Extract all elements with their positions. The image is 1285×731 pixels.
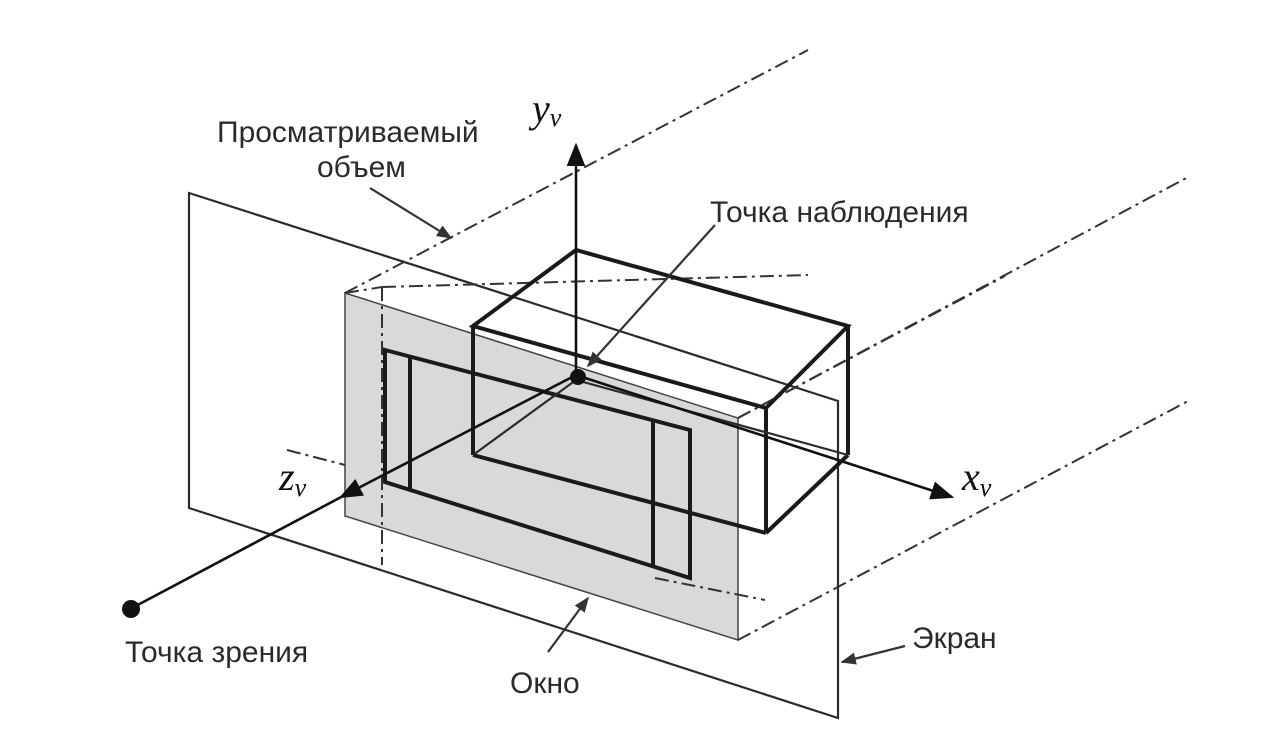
observation-point-label: Точка наблюдения	[710, 196, 969, 229]
z-axis	[338, 373, 577, 499]
window-inner-frame	[383, 347, 692, 581]
screen-label: Экран	[912, 622, 997, 655]
view-point-dot	[122, 600, 140, 618]
y-axis-label: yv	[528, 86, 562, 132]
screen-plane	[187, 191, 840, 720]
viewing-volume-label-line1: Просматриваемый	[217, 116, 479, 149]
volume-box	[468, 247, 852, 535]
x-axis	[575, 373, 955, 500]
viewing-volume-lines	[286, 49, 1191, 641]
window-label: Окно	[510, 667, 580, 700]
observation-point-dot	[570, 369, 586, 385]
view-line	[131, 493, 346, 610]
leaders	[369, 187, 906, 665]
axes	[131, 142, 955, 610]
view-point-label: Точка зрения	[125, 636, 308, 669]
z-axis-label: zv	[278, 454, 307, 502]
viewing-volume-label-line2: объем	[317, 151, 406, 184]
x-axis-label: xv	[961, 454, 992, 502]
